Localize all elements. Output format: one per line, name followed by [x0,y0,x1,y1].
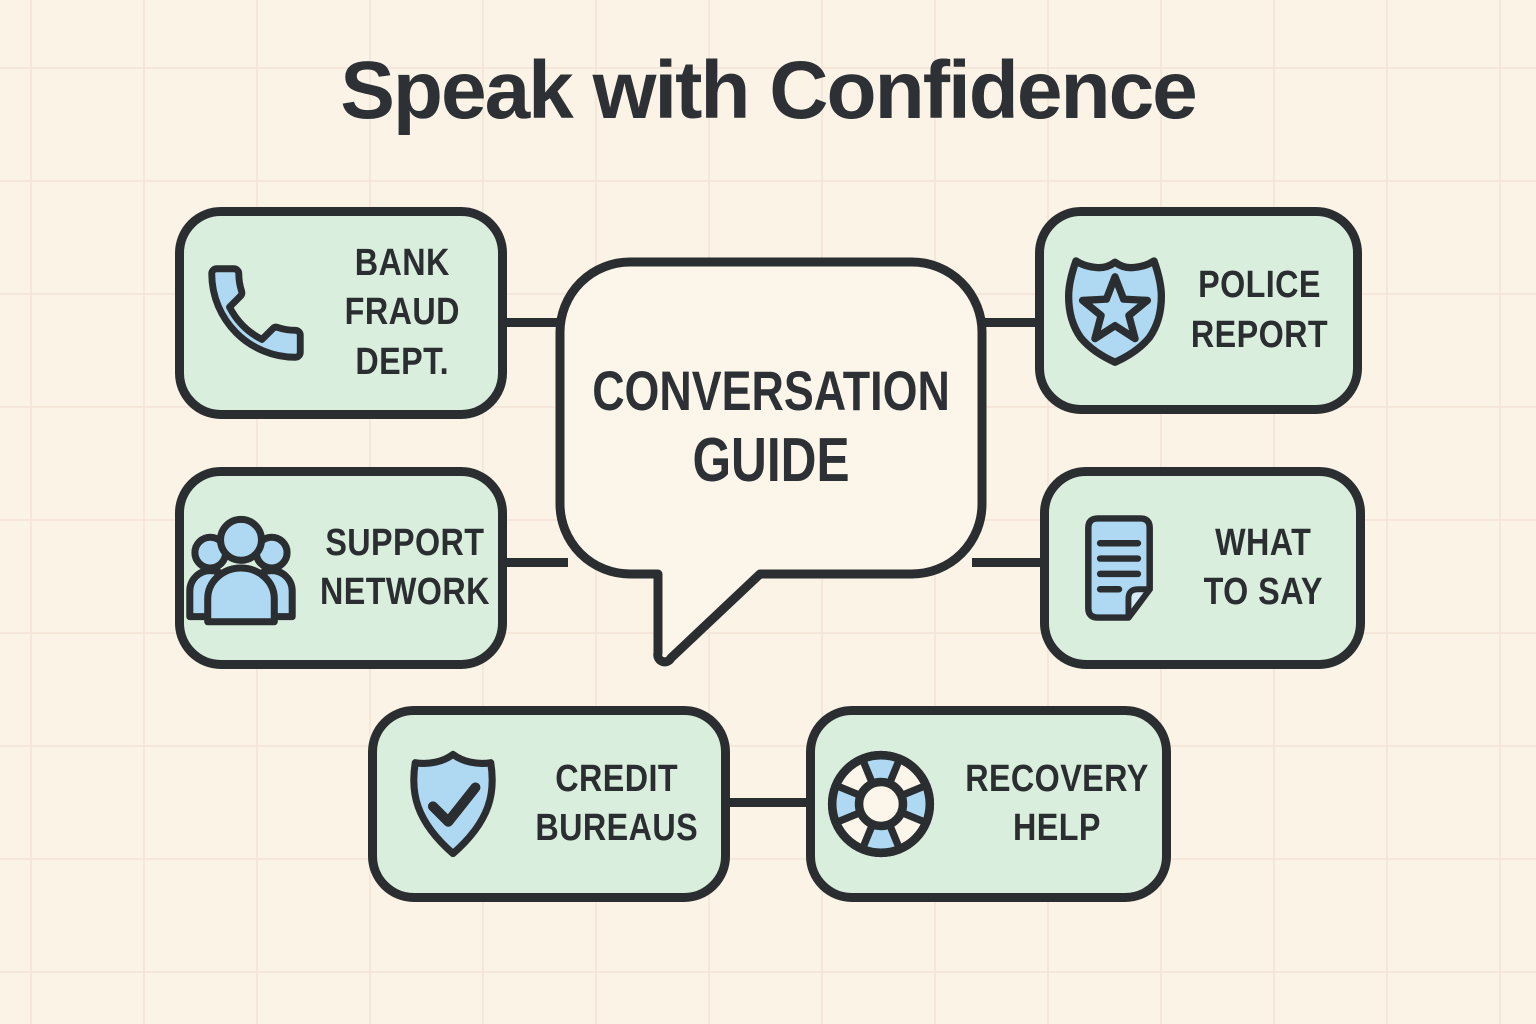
card-support-network: SUPPORT NETWORK [175,467,507,669]
phone-icon [194,254,317,372]
bubble-title: CONVERSATION GUIDE [555,358,987,498]
card-label-line: WHAT [1214,521,1311,564]
card-label-line: FRAUD [345,291,461,334]
bubble-title-line: GUIDE [692,426,850,496]
card-label: WHAT TO SAY [1192,519,1333,618]
connector-credit-recovery [722,798,814,807]
card-what-to-say: WHAT TO SAY [1040,467,1365,669]
page-title: Speak with Confidence [340,45,1198,136]
card-label: POLICE REPORT [1189,261,1331,360]
card-label-line: SUPPORT [325,521,485,564]
bubble-title-line: CONVERSATION [592,359,950,422]
card-recovery-help: RECOVERY HELP [806,706,1171,902]
card-label: SUPPORT NETWORK [320,519,490,618]
card-label-line: CREDIT [555,757,679,800]
card-label: RECOVERY HELP [965,755,1148,854]
connector-bubble-police [972,318,1044,327]
card-label-line: BUREAUS [535,807,699,849]
card-label-line: HELP [1013,807,1102,849]
card-label-line: DEPT. [355,340,450,383]
card-bank-fraud-dept: BANK FRAUD DEPT. [175,207,507,419]
connector-support-bubble [496,558,568,567]
card-label-line: POLICE [1198,264,1321,307]
speech-bubble [555,257,987,667]
card-label-line: NETWORK [320,571,490,613]
card-label-line: REPORT [1190,313,1329,356]
card-label: CREDIT BUREAUS [536,755,699,854]
document-icon [1059,509,1180,627]
lifebuoy-icon [812,743,949,865]
card-credit-bureaus: CREDIT BUREAUS [368,706,730,902]
card-label-line: RECOVERY [965,757,1149,800]
shield-check-icon [385,745,521,863]
card-label-line: BANK [355,241,451,284]
connector-bubble-whattosay [972,558,1048,567]
police-badge-icon [1054,250,1176,372]
card-label-line: TO SAY [1203,571,1323,613]
people-group-icon [177,504,305,632]
card-label: BANK FRAUD DEPT. [330,239,475,387]
connector-bankfraud-bubble [496,318,566,327]
card-police-report: POLICE REPORT [1035,207,1362,414]
